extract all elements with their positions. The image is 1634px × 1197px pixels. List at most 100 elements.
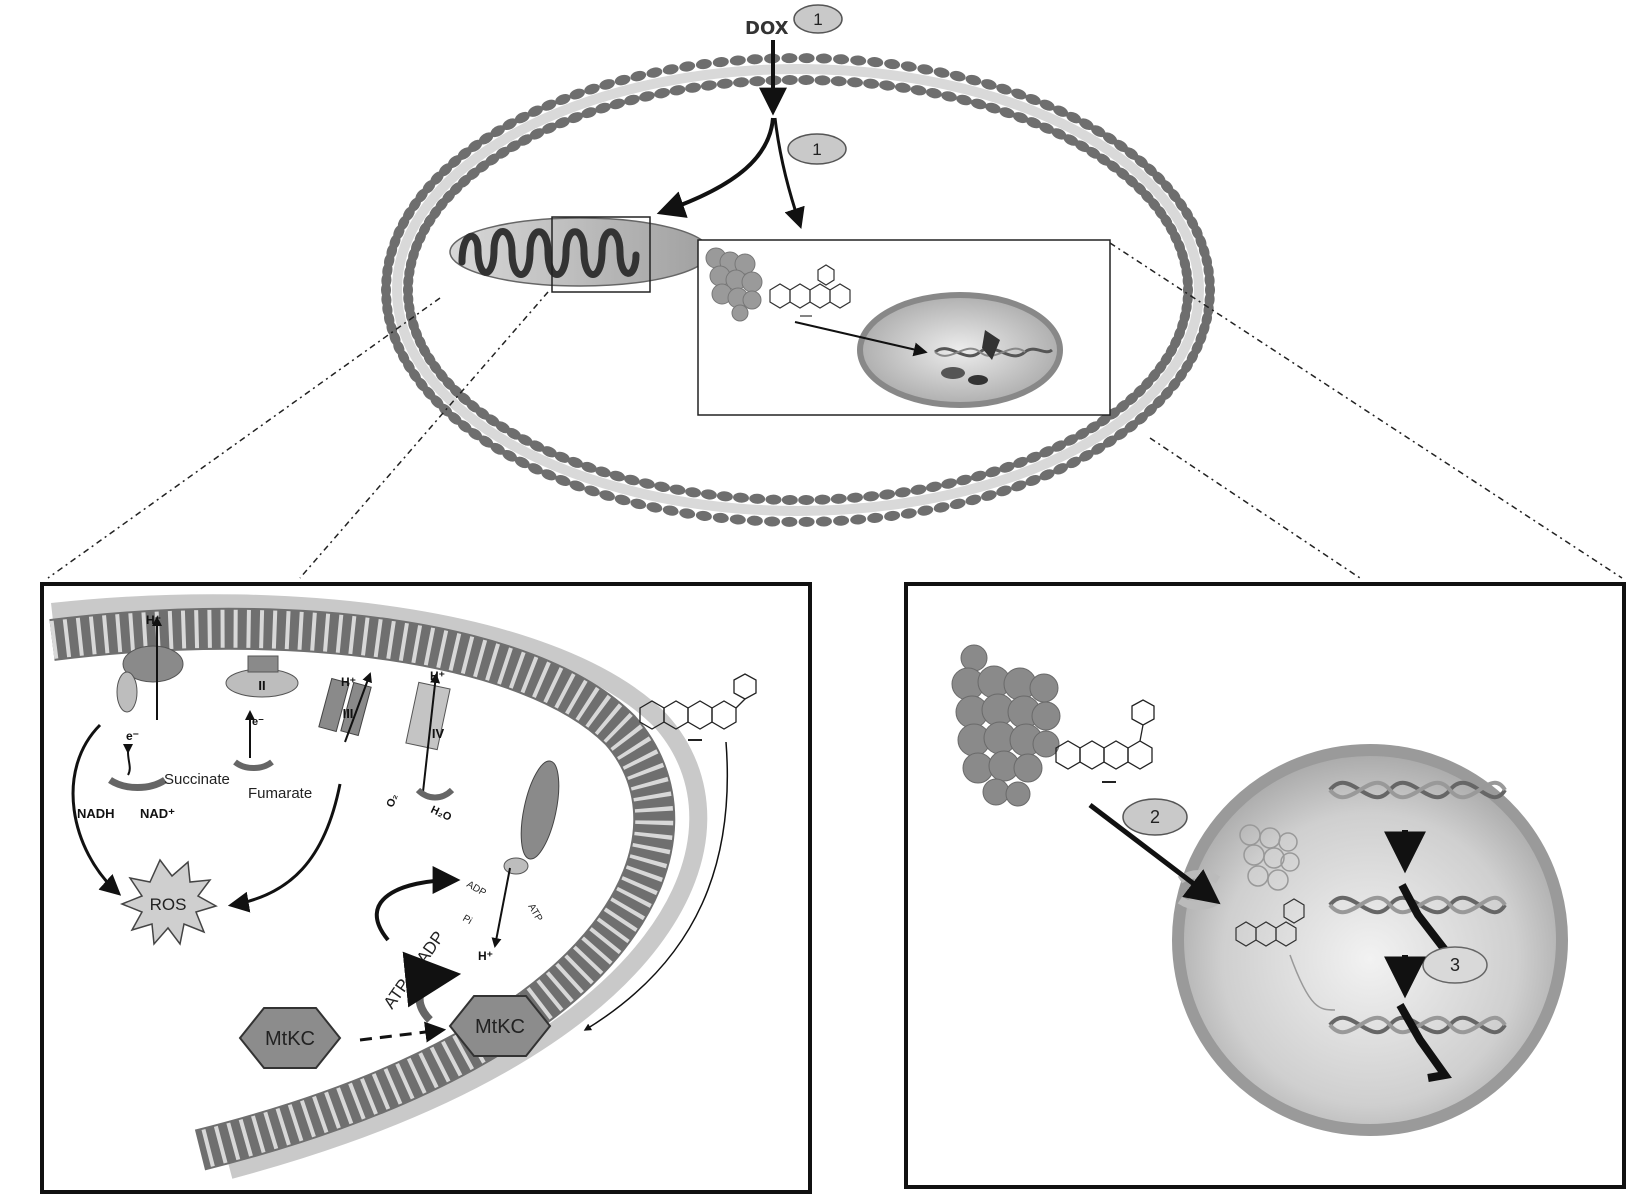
membrane-lipid-head	[833, 54, 850, 65]
membrane-lipid-head	[847, 492, 864, 503]
membrane-lipid-head	[729, 514, 746, 525]
mitochondrion-icon	[450, 218, 710, 286]
membrane-lipid-head	[900, 507, 917, 519]
membrane-lipid-head	[814, 494, 830, 505]
membrane-lipid-head	[798, 495, 814, 505]
membrane-lipid-head	[733, 77, 750, 88]
membrane-lipid-head	[653, 480, 671, 493]
h-plus-label-1: H⁺	[146, 613, 161, 627]
membrane-lipid-head	[884, 58, 901, 70]
membrane-lipid-head	[729, 55, 746, 66]
membrane-lipid-head	[925, 87, 943, 100]
mtkc-label-1: MtKC	[265, 1028, 315, 1050]
h-plus-label-4: H⁺	[478, 949, 493, 963]
membrane-lipid-head	[816, 516, 832, 527]
complex-iv-label: IV	[432, 726, 445, 741]
membrane-lipid-head	[716, 78, 733, 90]
membrane-lipid-head	[910, 84, 927, 97]
membrane-lipid-head	[879, 80, 896, 92]
membrane-lipid-head	[712, 56, 729, 68]
membrane-lipid-head	[917, 63, 935, 76]
ros-label: ROS	[150, 895, 187, 914]
membrane-lipid-head	[747, 54, 764, 65]
membrane-lipid-head	[781, 517, 797, 527]
membrane-lipid-head	[900, 60, 917, 72]
membrane-lipid-head	[781, 53, 797, 63]
membrane-lipid-head	[884, 510, 901, 522]
complex-ii-label: II	[258, 678, 265, 693]
membrane-lipid-head	[716, 491, 733, 503]
membrane-lipid-head	[749, 76, 766, 87]
membrane-lipid-head	[847, 77, 864, 88]
e-minus-label-2: e⁻	[252, 716, 264, 728]
succinate-label: Succinate	[164, 771, 230, 788]
h-plus-label-3: H⁺	[341, 675, 356, 689]
to-nucleus-arrow	[775, 118, 800, 225]
membrane-lipid-head	[679, 60, 696, 72]
membrane-lipid-head	[894, 486, 911, 498]
membrane-lipid-head	[747, 515, 764, 526]
membrane-lipid-head	[695, 58, 712, 70]
h-plus-label-2: H⁺	[430, 669, 445, 683]
membrane-lipid-head	[867, 512, 884, 524]
mitochondria-panel: H⁺ e⁻ II e⁻ H⁺ III H⁺ IV	[42, 584, 810, 1192]
membrane-lipid-head	[646, 66, 664, 79]
nadh-label: NADH	[77, 806, 115, 821]
membrane-lipid-head	[863, 491, 880, 503]
membrane-lipid-head	[765, 494, 781, 505]
protein-icon-small-2	[968, 375, 988, 385]
nucleus-zoom-small	[698, 240, 1110, 415]
nad-plus-label: NAD⁺	[140, 806, 175, 821]
dox-label: DOX	[745, 18, 789, 39]
step-1-label-middle: 1	[812, 140, 821, 159]
membrane-lipid-head	[917, 504, 935, 517]
membrane-lipid-head	[749, 493, 766, 504]
membrane-lipid-head	[669, 483, 686, 496]
membrane-lipid-head	[653, 87, 671, 100]
membrane-lipid-head	[669, 84, 686, 97]
step-3-label: 3	[1450, 955, 1460, 975]
dox-entry: DOX 1 1	[662, 5, 846, 225]
membrane-lipid-head	[850, 514, 867, 525]
membrane-lipid-head	[831, 76, 848, 87]
membrane-lipid-head	[646, 501, 664, 514]
membrane-lipid-head	[863, 78, 880, 90]
membrane-lipid-head	[662, 63, 680, 76]
membrane-lipid-head	[700, 80, 717, 92]
membrane-lipid-head	[798, 75, 814, 85]
membrane-lipid-head	[799, 53, 815, 63]
membrane-lipid-head	[679, 507, 696, 519]
membrane-lipid-head	[684, 486, 701, 498]
membrane-lipid-head	[831, 493, 848, 504]
membrane-lipid-head	[712, 512, 729, 524]
mtkc-label-2: MtKC	[475, 1016, 525, 1038]
membrane-lipid-head	[700, 489, 717, 501]
membrane-lipid-head	[684, 82, 701, 94]
e-minus-label-1: e⁻	[126, 729, 139, 743]
membrane-lipid-head	[933, 501, 951, 514]
membrane-lipid-head	[782, 75, 798, 85]
membrane-lipid-head	[816, 53, 832, 64]
nucleus-panel: 2 3	[906, 584, 1624, 1187]
mitochondrion-small	[450, 217, 710, 292]
protein-icon-small	[941, 367, 965, 379]
membrane-lipid-head	[867, 56, 884, 68]
membrane-lipid-head	[764, 516, 780, 527]
step-1-label-top: 1	[813, 10, 822, 29]
membrane-lipid-head	[910, 483, 927, 496]
fumarate-label: Fumarate	[248, 785, 312, 802]
membrane-lipid-head	[925, 480, 943, 493]
membrane-lipid-head	[733, 492, 750, 503]
membrane-lipid-head	[879, 489, 896, 501]
membrane-lipid-head	[850, 55, 867, 66]
membrane-lipid-head	[933, 66, 951, 79]
step-2-label: 2	[1150, 807, 1160, 827]
membrane-lipid-head	[662, 504, 680, 517]
membrane-lipid-head	[799, 517, 815, 527]
membrane-lipid-head	[894, 82, 911, 94]
membrane-lipid-head	[782, 495, 798, 505]
membrane-lipid-head	[695, 510, 712, 522]
to-mitochondria-arrow	[662, 118, 773, 212]
